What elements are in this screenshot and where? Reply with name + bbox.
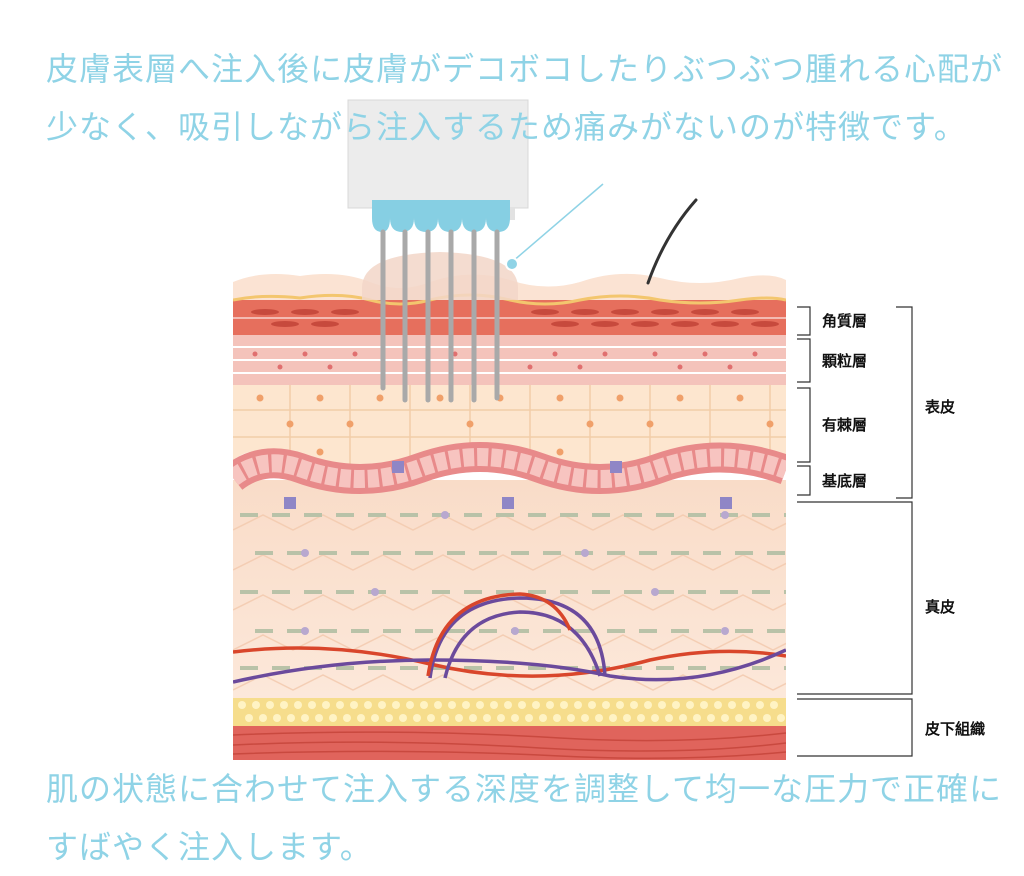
corneum-scales [251, 309, 779, 327]
label-spinous-layer: 有棘層 [822, 416, 867, 434]
muscle-fibers [233, 731, 786, 759]
label-stratum-corneum: 角質層 [822, 312, 867, 330]
needles [380, 229, 500, 403]
artery [233, 646, 786, 678]
top-caption-line-1: 皮膚表層へ注入後に皮膚がデコボコしたりぶつぶつ腫れる心配が [46, 50, 1004, 88]
basal-cells [233, 448, 786, 488]
artery-loop [426, 592, 572, 677]
vein-loop-inner [443, 610, 602, 679]
vein-loop-outer [428, 596, 607, 679]
pointer-line [511, 183, 604, 263]
inner-brackets [797, 306, 811, 496]
top-caption-line-2: 少なく、吸引しながら注入するため痛みがないのが特徴です。 [46, 108, 967, 146]
bottom-caption: 肌の状態に合わせて注入する深度を調整して均一な圧力で正確に すばやく注入します。 [46, 760, 1006, 876]
label-granular-layer: 顆粒層 [822, 352, 867, 370]
dermis-cells [301, 511, 729, 635]
top-caption: 皮膚表層へ注入後に皮膚がデコボコしたりぶつぶつ腫れる心配が 少なく、吸引しながら… [46, 40, 1006, 156]
granular-nuclei [252, 351, 758, 370]
collagen-fibers [240, 513, 786, 670]
label-dermis: 真皮 [925, 598, 955, 616]
pointer-dot [505, 257, 519, 271]
needle-head [372, 200, 510, 232]
injection-bulge [362, 252, 518, 300]
fat-cells [238, 701, 785, 722]
hair [646, 198, 698, 285]
label-epidermis: 表皮 [925, 398, 955, 416]
dermis-texture [233, 514, 786, 691]
spinous-layer [233, 385, 786, 478]
outer-brackets [797, 306, 913, 757]
vein [233, 648, 786, 684]
melanocytes [284, 461, 732, 509]
bottom-caption-line-1: 肌の状態に合わせて注入する深度を調整して均一な圧力で正確に [46, 770, 1003, 808]
bottom-caption-line-2: すばやく注入します。 [46, 828, 373, 866]
label-subcutaneous-tissue: 皮下組織 [925, 720, 985, 738]
label-basal-layer: 基底層 [821, 472, 867, 490]
granular-cell-rows [233, 346, 786, 374]
